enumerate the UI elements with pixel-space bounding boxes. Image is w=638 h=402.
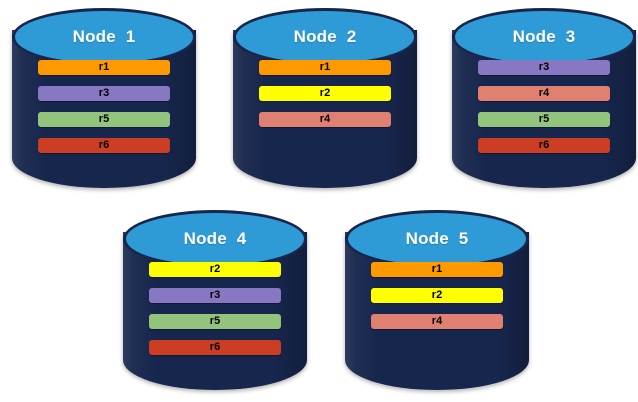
replica-bar-r2[interactable]: r2 xyxy=(371,288,503,303)
replica-bar-r1[interactable]: r1 xyxy=(38,60,170,75)
replica-bar-r5[interactable]: r5 xyxy=(38,112,170,127)
node-cylinder-1[interactable]: Node 1 r1 r3 r5 r6 xyxy=(12,8,196,190)
replica-bar-r6[interactable]: r6 xyxy=(478,138,610,153)
node-cylinder-5[interactable]: Node 5 r1 r2 r4 xyxy=(345,210,529,392)
replica-bar-r6[interactable]: r6 xyxy=(38,138,170,153)
replica-bar-r1[interactable]: r1 xyxy=(371,262,503,277)
node-title: Node 5 xyxy=(405,229,469,248)
replica-bar-r4[interactable]: r4 xyxy=(478,86,610,101)
replica-stack: r2 r3 r5 r6 xyxy=(149,262,281,355)
node-cylinder-4[interactable]: Node 4 r2 r3 r5 r6 xyxy=(123,210,307,392)
replica-stack: r3 r4 r5 r6 xyxy=(478,60,610,153)
node-title: Node 3 xyxy=(512,27,576,46)
replica-bar-r3[interactable]: r3 xyxy=(478,60,610,75)
replica-stack: r1 r2 r4 xyxy=(259,60,391,127)
node-title: Node 4 xyxy=(183,229,247,248)
replica-bar-r1[interactable]: r1 xyxy=(259,60,391,75)
replica-bar-r5[interactable]: r5 xyxy=(478,112,610,127)
replica-bar-r3[interactable]: r3 xyxy=(38,86,170,101)
replica-stack: r1 r3 r5 r6 xyxy=(38,60,170,153)
node-title: Node 2 xyxy=(293,27,357,46)
replica-bar-r4[interactable]: r4 xyxy=(259,112,391,127)
replica-stack: r1 r2 r4 xyxy=(371,262,503,329)
node-cylinder-2[interactable]: Node 2 r1 r2 r4 xyxy=(233,8,417,190)
node-title: Node 1 xyxy=(72,27,136,46)
replica-bar-r5[interactable]: r5 xyxy=(149,314,281,329)
replica-bar-r6[interactable]: r6 xyxy=(149,340,281,355)
replica-bar-r3[interactable]: r3 xyxy=(149,288,281,303)
replica-bar-r2[interactable]: r2 xyxy=(259,86,391,101)
replica-bar-r4[interactable]: r4 xyxy=(371,314,503,329)
replica-bar-r2[interactable]: r2 xyxy=(149,262,281,277)
node-cylinder-3[interactable]: Node 3 r3 r4 r5 r6 xyxy=(452,8,636,190)
